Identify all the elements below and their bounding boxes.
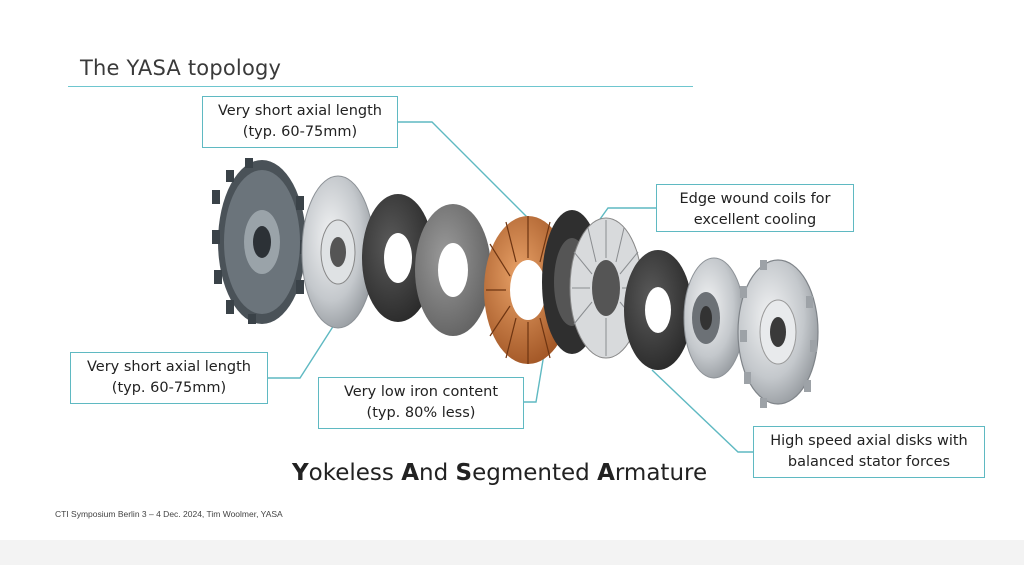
callout-line: Very short axial length <box>218 103 382 119</box>
acronym-letter: S <box>455 460 473 486</box>
acronym-letter: A <box>597 460 615 486</box>
callout-line: balanced stator forces <box>787 454 951 470</box>
acronym-letter: Y <box>292 460 309 486</box>
callout-line: (typ. 60-75mm) <box>111 380 227 396</box>
rotor-disk-front <box>362 194 434 322</box>
acronym-word-rest: okeless <box>308 460 402 486</box>
magnet-disk-front <box>415 204 491 336</box>
rotor-disk-rear <box>624 250 692 370</box>
bottom-bar <box>0 540 1024 565</box>
callout-axial-length-bottom: Very short axial length (typ. 60-75mm) <box>70 352 268 404</box>
left-end-housing <box>212 158 308 324</box>
callout-line: excellent cooling <box>693 212 817 228</box>
slide-footer: CTI Symposium Berlin 3 – 4 Dec. 2024, Ti… <box>55 509 283 519</box>
slide-title: The YASA topology <box>80 56 282 80</box>
callout-line: High speed axial disks with <box>770 433 968 449</box>
segmented-stator-disk <box>569 217 643 359</box>
callout-axial-length-top: Very short axial length (typ. 60-75mm) <box>202 96 398 148</box>
callout-line: Very short axial length <box>87 359 251 375</box>
leader-axial-disks <box>651 369 753 453</box>
callout-line: (typ. 80% less) <box>366 405 476 421</box>
leader-axial-length-top <box>398 121 541 231</box>
callout-line: (typ. 60-75mm) <box>242 124 358 140</box>
title-underline <box>68 86 693 87</box>
callout-low-iron: Very low iron content (typ. 80% less) <box>318 377 524 429</box>
acronym-word-rest: nd <box>419 460 456 486</box>
callout-line: Edge wound coils for <box>679 191 831 207</box>
yasa-acronym-subtitle: Yokeless And Segmented Armature <box>292 460 707 486</box>
callout-axial-disks: High speed axial disks with balanced sta… <box>753 426 985 478</box>
front-bearing-plate <box>301 175 375 329</box>
acronym-word-rest: rmature <box>614 460 708 486</box>
callout-edge-wound-coils: Edge wound coils for excellent cooling <box>656 184 854 232</box>
acronym-letter: A <box>401 460 420 486</box>
callout-line: Very low iron content <box>343 384 499 400</box>
rear-bearing-plate <box>683 257 745 379</box>
right-end-housing <box>737 259 819 408</box>
acronym-word-rest: egmented <box>472 460 598 486</box>
